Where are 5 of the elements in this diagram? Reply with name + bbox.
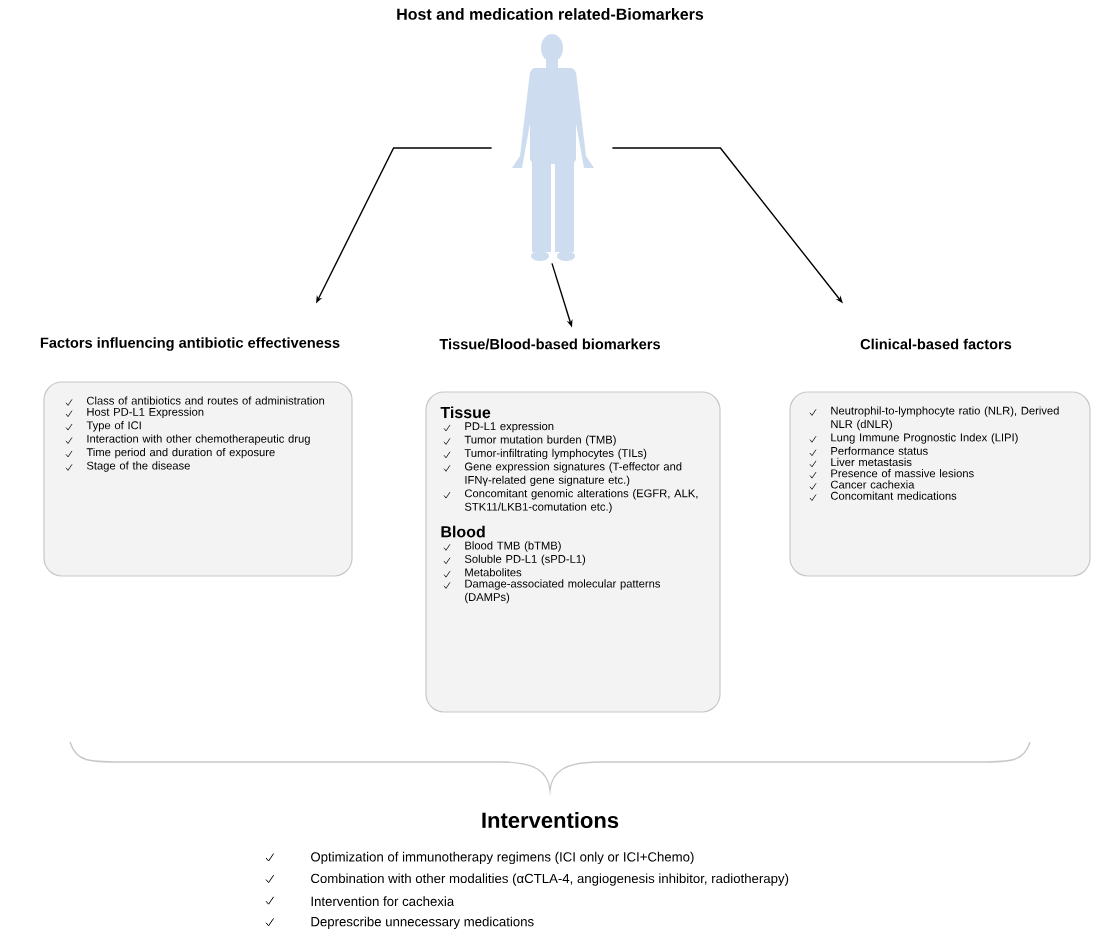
section-heading: Interventions xyxy=(482,811,619,829)
picture xyxy=(512,34,594,261)
subheading: Tissue xyxy=(440,406,491,419)
title: Host and medication related-Biomarkers xyxy=(397,8,704,20)
subheading: Blood xyxy=(441,525,485,538)
